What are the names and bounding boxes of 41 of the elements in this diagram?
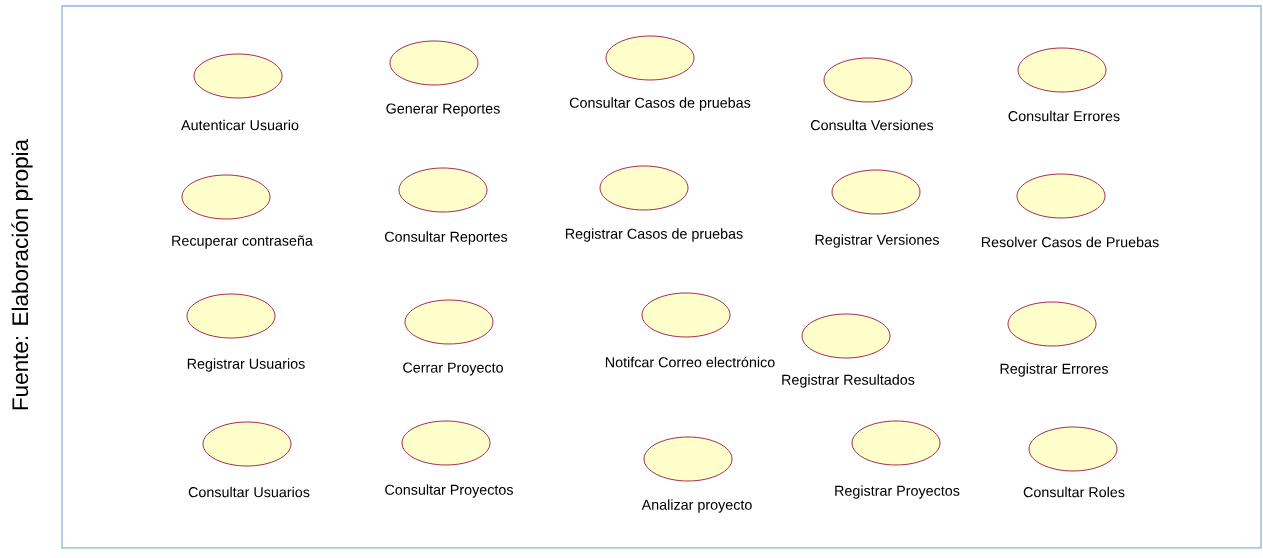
use-case: Registrar Casos de pruebas	[565, 165, 743, 242]
node-label: Consultar Reportes	[384, 231, 508, 245]
use-case: Recuperar contraseña	[172, 174, 313, 249]
use-case: Cerrar Proyecto	[403, 299, 503, 376]
use-case: Generar Reportes	[386, 40, 500, 117]
use-case: Registrar Versiones	[815, 169, 939, 248]
node-label: Registrar Errores	[1000, 363, 1109, 377]
node-label: Consultar Roles	[1023, 486, 1125, 498]
node-label: Autenticar Usuario	[181, 119, 299, 131]
node-label: Registrar Resultados	[782, 374, 915, 388]
use-case: Resolver Casos de Pruebas	[981, 173, 1159, 248]
use-case: Consultar Usuarios	[188, 421, 310, 498]
node-label: Registrar Proyectos	[835, 485, 960, 499]
node-label: Resolver Casos de Pruebas	[981, 236, 1159, 248]
node-label: Registrar Casos de pruebas	[565, 228, 743, 242]
node-label: Consultar Usuarios	[188, 486, 310, 498]
node-label: Consulta Versiones	[810, 119, 934, 131]
node-label: Recuperar contraseña	[172, 235, 313, 249]
node-label: Notifcar Correo electrónico	[605, 356, 775, 368]
use-case: Autenticar Usuario	[181, 53, 299, 131]
use-case: Consultar Errores	[1008, 47, 1120, 122]
node-label: Consultar Casos de pruebas	[569, 97, 751, 111]
node-label: Cerrar Proyecto	[403, 362, 503, 376]
node-label: Registrar Usuarios	[187, 358, 305, 372]
use-case: Registrar Errores	[1000, 301, 1108, 377]
node-label: Consultar Proyectos	[385, 484, 513, 498]
use-case: Consultar Proyectos	[385, 420, 513, 498]
use-case: Registrar Usuarios	[186, 293, 305, 372]
node-label: Registrar Versiones	[815, 234, 939, 248]
use-case: Registrar Resultados	[782, 313, 915, 388]
use-case: Registrar Proyectos	[835, 420, 960, 499]
node-label: Analizar proyecto	[641, 499, 752, 513]
use-case: Consulta Versiones	[811, 57, 934, 131]
use-case: Notifcar Correo electrónico	[605, 292, 775, 368]
caption: Fuente: Elaboración propia	[11, 138, 33, 410]
use-case: Consultar Reportes	[385, 167, 508, 245]
node-label: Generar Reportes	[386, 103, 500, 117]
use-case: Analizar proyecto	[641, 436, 752, 513]
node-label: Consultar Errores	[1008, 110, 1120, 122]
use-case: Consultar Casos de pruebas	[569, 35, 751, 111]
use-case: Consultar Roles	[1023, 426, 1125, 498]
